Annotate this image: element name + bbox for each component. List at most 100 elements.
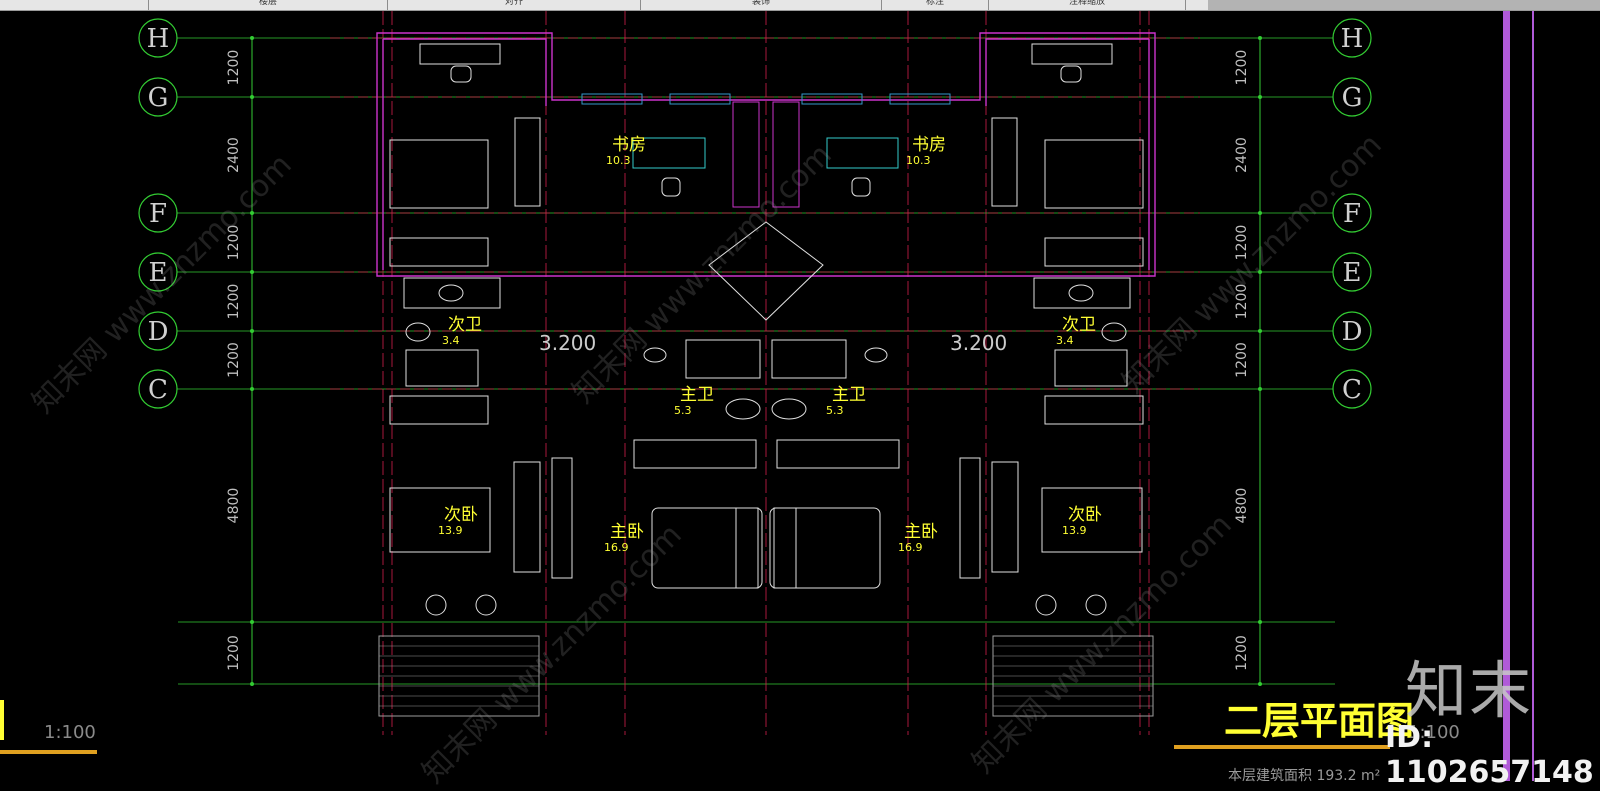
room-area: 10.3 — [906, 154, 931, 167]
drawing-id: ID: 1102657148 — [1385, 720, 1594, 790]
room-area: 3.4 — [1056, 334, 1074, 347]
dimension-label: 1200 — [1234, 342, 1250, 378]
wardrobe — [1044, 395, 1144, 425]
study-desk — [826, 137, 899, 169]
room-name: 次卧 — [444, 505, 478, 525]
grid-bubble-circle — [1332, 193, 1372, 233]
basin-counter — [403, 277, 501, 309]
tile-hatch — [379, 645, 1153, 717]
dimension-label: 4800 — [1234, 488, 1250, 524]
bathtub — [1054, 349, 1128, 387]
marker-left — [0, 700, 4, 740]
chair — [1035, 594, 1057, 616]
grid-bubble-label: E — [1343, 258, 1362, 288]
nightstand — [773, 507, 797, 589]
dimension-tick — [250, 36, 254, 40]
chair — [450, 65, 472, 83]
room-name: 主卫 — [680, 385, 714, 405]
dimension-tick — [250, 387, 254, 391]
basin — [864, 347, 888, 363]
toolbar-tab-4[interactable]: 标注 — [882, 0, 989, 10]
grid-bubble-label: D — [1342, 317, 1363, 347]
window — [889, 93, 951, 105]
room-area: 10.3 — [606, 154, 631, 167]
grid-bubble-circle — [1332, 369, 1372, 409]
basin — [438, 284, 464, 302]
wardrobe — [1044, 237, 1144, 267]
purple-thin-line — [1532, 11, 1534, 781]
desk — [419, 43, 501, 65]
dimension-tick — [250, 620, 254, 624]
tv-cabinet — [959, 457, 981, 579]
dimension-label: 1200 — [1234, 635, 1250, 671]
grid-bubble-label: C — [148, 375, 168, 405]
chair — [1085, 594, 1107, 616]
toolbar-filler — [1208, 0, 1600, 10]
level-mark: 3.200 — [950, 331, 1007, 355]
toolbar-tab-0[interactable] — [0, 0, 149, 10]
dimension-label: 1200 — [1234, 50, 1250, 86]
level-mark: 3.200 — [539, 331, 596, 355]
basin — [643, 347, 667, 363]
toolbar-tab-1[interactable]: 楼层 — [149, 0, 388, 10]
dimension-label: 1200 — [226, 635, 242, 671]
dimension-tick — [1258, 36, 1262, 40]
wardrobe — [776, 439, 900, 469]
dimension-tick — [250, 270, 254, 274]
wardrobe — [389, 237, 489, 267]
toolbar-tab-2[interactable]: 对齐 — [388, 0, 641, 10]
bathtub — [771, 339, 847, 379]
room-name: 书房 — [612, 135, 646, 155]
toolbar-tab-5[interactable]: 注释缩放 — [989, 0, 1186, 10]
labels-layer: 3.200 3.200 — [539, 331, 1007, 355]
room-name: 书房 — [912, 135, 946, 155]
chair — [475, 594, 497, 616]
dimension-label: 1200 — [226, 342, 242, 378]
grid-axes-layer — [172, 11, 1340, 735]
room-area: 13.9 — [1062, 524, 1087, 537]
room-area: 16.9 — [898, 541, 923, 554]
vanity — [991, 117, 1018, 207]
room-name: 次卧 — [1068, 505, 1102, 525]
grid-bubble-label: E — [149, 258, 168, 288]
area-note: 本层建筑面积 193.2 m² — [1228, 768, 1381, 784]
dimension-tick — [1258, 211, 1262, 215]
room-labels: 书房10.3书房10.3次卫3.4次卫3.4主卫5.3主卫5.3次卧13.9次卧… — [438, 135, 1102, 554]
grid-bubble-label: H — [1341, 24, 1364, 54]
dimension-label: 1200 — [1234, 225, 1250, 261]
bathtub — [405, 349, 479, 387]
room-area: 3.4 — [442, 334, 460, 347]
window — [581, 93, 643, 105]
toolbar-tab-3[interactable]: 装饰 — [641, 0, 882, 10]
tv-cabinet — [551, 457, 573, 579]
grid-bubble-label: C — [1342, 375, 1362, 405]
vanity — [991, 461, 1019, 573]
scale-bar-right — [1174, 745, 1390, 749]
basin-counter — [1033, 277, 1131, 309]
toilet — [771, 398, 807, 420]
toilet — [1101, 322, 1127, 342]
grid-bubble-label: D — [148, 317, 169, 347]
inner-wall-left — [383, 38, 547, 106]
room-area: 13.9 — [438, 524, 463, 537]
grid-bubble-circle — [138, 193, 178, 233]
stair-diamond — [708, 221, 824, 321]
dimension-tick — [250, 682, 254, 686]
room-area: 5.3 — [826, 404, 844, 417]
toilet — [725, 398, 761, 420]
grid-bubble-circle — [138, 311, 178, 351]
grid-bubble-label: G — [148, 83, 169, 113]
room-area: 5.3 — [674, 404, 692, 417]
dimension-tick — [1258, 95, 1262, 99]
door-panel — [732, 101, 760, 208]
grid-bubble-circle — [1332, 18, 1372, 58]
bed — [1044, 139, 1144, 209]
grid-bubble-circle — [138, 369, 178, 409]
vanity — [513, 461, 541, 573]
bed — [389, 487, 491, 553]
grid-bubble-circle — [138, 252, 178, 292]
desk — [1031, 43, 1113, 65]
